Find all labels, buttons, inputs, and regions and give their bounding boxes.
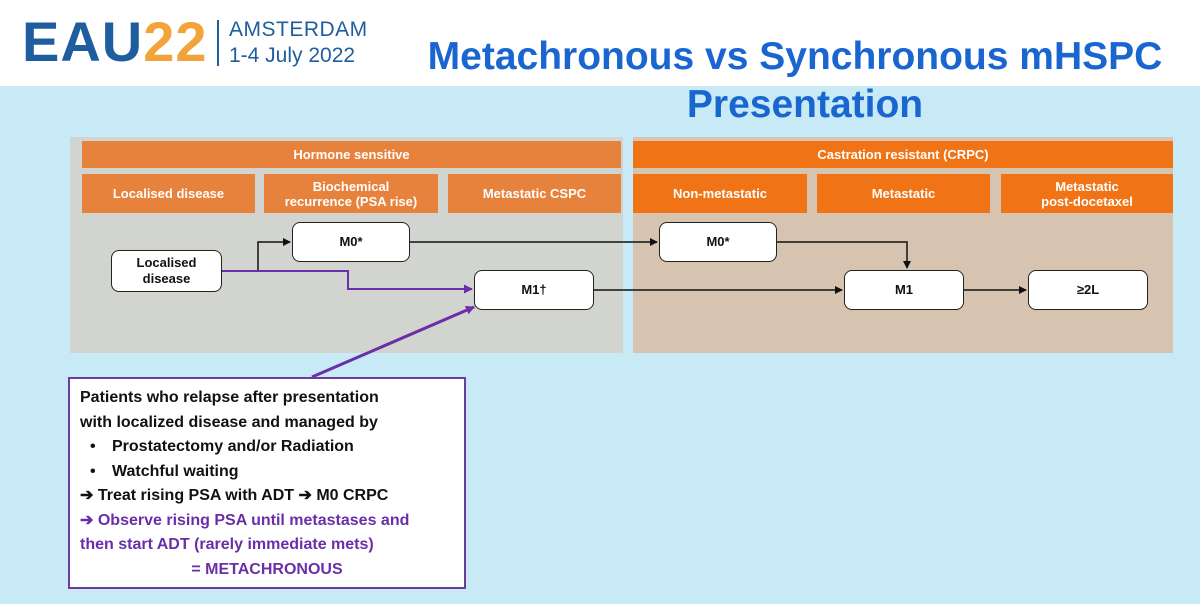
eau22-logo: EAU22: [22, 12, 208, 72]
logo-year-text: 22: [143, 10, 208, 73]
callout-line1: Patients who relapse after presentation: [80, 389, 379, 406]
bullet-dot: •: [90, 462, 96, 480]
logo-main-text: EAU: [22, 10, 144, 73]
group-castration-resistant: Castration resistant (CRPC): [633, 141, 1173, 168]
metachronous-callout: Patients who relapse after presentation …: [68, 377, 466, 589]
stage-biochemical-line1: Biochemical: [312, 178, 390, 194]
callout-bullet2-text: Watchful waiting: [112, 462, 239, 480]
logo-city: AMSTERDAM: [229, 18, 368, 41]
stage-post-docetaxel-line2: post-docetaxel: [1041, 193, 1133, 209]
callout-line3: ➔ Treat rising PSA with ADT ➔ M0 CRPC: [80, 487, 389, 504]
slide-title-line1: Metachronous vs Synchronous mHSPC: [427, 35, 1163, 78]
stage-metastatic-cspc: Metastatic CSPC: [448, 174, 621, 213]
slide-title-line2: Presentation: [686, 83, 924, 126]
callout-line5: then start ADT (rarely immediate mets): [80, 536, 374, 553]
node-localised-disease: Localised disease: [111, 250, 222, 292]
slide-header: [0, 0, 1200, 86]
node-localised-line1: Localised: [136, 255, 197, 270]
node-localised-line2: disease: [142, 271, 191, 286]
stage-metastatic-post-docetaxel: Metastatic post-docetaxel: [1001, 174, 1173, 213]
callout-bullet-1: • Prostatectomy and/or Radiation: [80, 435, 454, 460]
stage-non-metastatic: Non-metastatic: [633, 174, 807, 213]
callout-bullet-2: • Watchful waiting: [80, 460, 454, 485]
logo-dates: 1-4 July 2022: [229, 44, 356, 67]
callout-line2: with localized disease and managed by: [80, 413, 378, 431]
node-m1-crpc: M1: [844, 270, 964, 310]
stage-metastatic: Metastatic: [817, 174, 990, 213]
node-m1-hormone-sensitive: M1†: [474, 270, 594, 310]
logo-divider: [217, 20, 219, 66]
bullet-dot: •: [90, 438, 96, 455]
stage-post-docetaxel-line1: Metastatic: [1055, 178, 1119, 194]
callout-line6: = METACHRONOUS: [191, 560, 343, 578]
callout-line4: ➔ Observe rising PSA until metastases an…: [80, 511, 410, 529]
stage-biochemical-recurrence: Biochemical recurrence (PSA rise): [264, 174, 438, 213]
node-m0-crpc: M0*: [659, 222, 777, 262]
node-m0-hormone-sensitive: M0*: [292, 222, 410, 262]
node-second-line: ≥2L: [1028, 270, 1148, 310]
stage-localised-disease: Localised disease: [82, 174, 255, 213]
callout-bullet1-text: Prostatectomy and/or Radiation: [112, 438, 354, 455]
stage-biochemical-line2: recurrence (PSA rise): [284, 193, 418, 209]
group-hormone-sensitive: Hormone sensitive: [82, 141, 621, 168]
